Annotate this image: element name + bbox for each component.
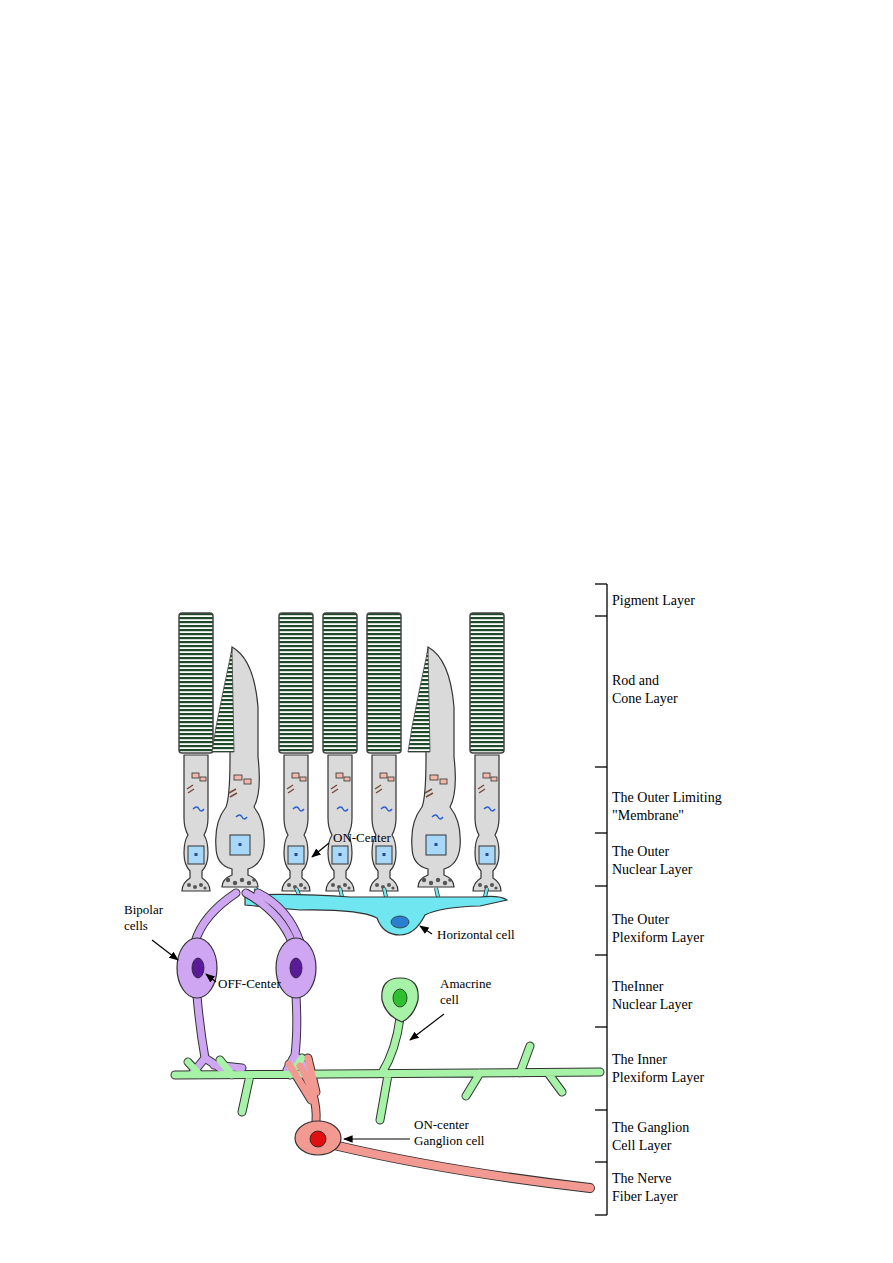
callout-label: ON-Center [333, 830, 423, 846]
bipolar-cell [177, 938, 316, 998]
callout-label: OFF-Center [218, 976, 308, 992]
amacrine-process [175, 1018, 600, 1120]
layer-label: The Outer Limiting "Membrane" [612, 789, 744, 824]
callout-label: Horizontal cell [437, 927, 557, 943]
bipolar-dendrite-outline [246, 893, 300, 942]
layer-label: The Ganglion Cell Layer [612, 1119, 704, 1154]
layer-label: The Outer Plexiform Layer [612, 911, 716, 946]
ganglion-dendrite-outline [289, 1058, 316, 1122]
layer-label: The Nerve Fiber Layer [612, 1170, 696, 1205]
callout-label: ON-center Ganglion cell [414, 1117, 510, 1150]
ganglion-cell [295, 1121, 341, 1155]
layer-label: The Outer Nuclear Layer [612, 843, 704, 878]
ganglion-axon-outline [338, 1146, 590, 1188]
bipolar-dendrite-outline [195, 893, 236, 942]
bipolar-dendrite [195, 893, 236, 942]
amacrine-cell [382, 978, 418, 1022]
layer-label: Rod and Cone Layer [612, 672, 682, 707]
bipolar-dendrite [246, 893, 300, 942]
rod-cell [179, 613, 504, 891]
layer-label: The Inner Plexiform Layer [612, 1051, 716, 1086]
bipolar-axon-outline [192, 996, 242, 1074]
ganglion-dendrite [289, 1058, 316, 1122]
callout-label: Bipolar cells [124, 902, 180, 935]
leader-arrow [152, 843, 444, 1139]
layer-label: Pigment Layer [612, 592, 742, 610]
layer-bracket [595, 584, 607, 1215]
cone-cell [212, 647, 460, 887]
layer-label: TheInner Nuclear Layer [612, 978, 704, 1013]
bipolar-axon [192, 996, 242, 1074]
callout-label: Amacrine cell [440, 976, 510, 1009]
ganglion-axon [338, 1146, 590, 1188]
